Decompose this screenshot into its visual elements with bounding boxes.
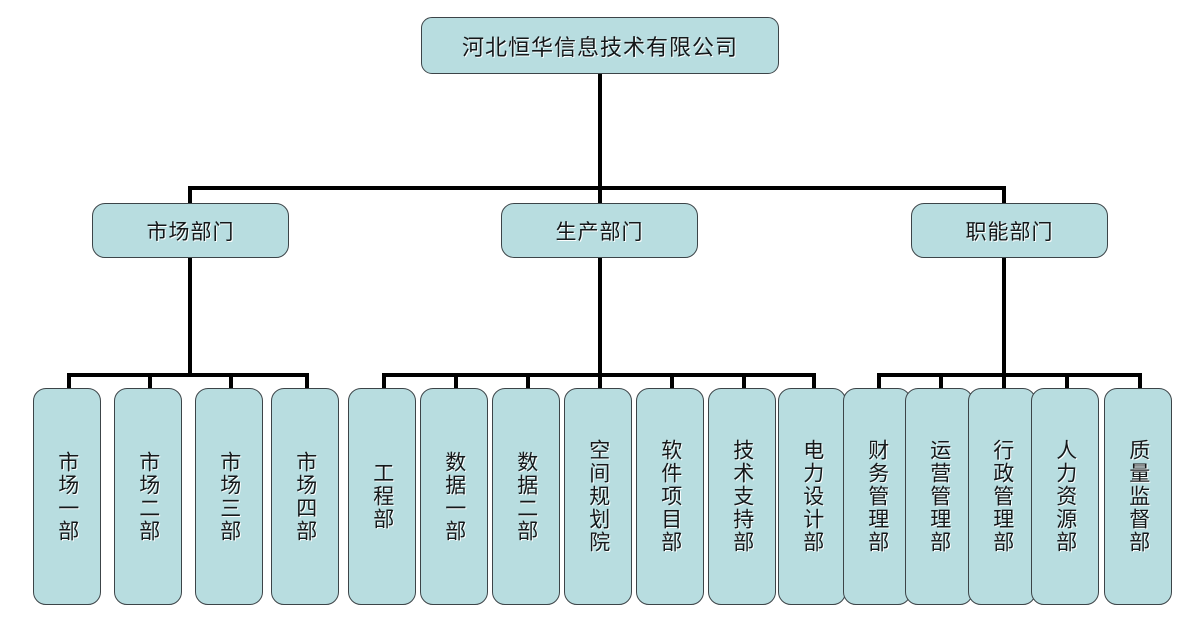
node-data-2[interactable]: 数据二部 [492, 388, 560, 605]
connector-functional-stem [1002, 258, 1006, 375]
node-technical-support[interactable]: 技术支持部 [708, 388, 776, 605]
connector-production-leaf-drop-4 [598, 373, 602, 390]
node-label: 运营管理部 [927, 439, 952, 554]
node-label: 市场二部 [136, 450, 161, 543]
node-data-1[interactable]: 数据一部 [420, 388, 488, 605]
node-power-design[interactable]: 电力设计部 [778, 388, 846, 605]
connector-production-leaf-drop-2 [454, 373, 458, 390]
connector-drop-market [188, 186, 192, 204]
node-label: 空间规划院 [586, 439, 611, 554]
connector-production-leaf-drop-3 [526, 373, 530, 390]
connector-functional-leaf-drop-2 [939, 373, 943, 390]
node-market-3[interactable]: 市场三部 [195, 388, 263, 605]
node-finance-management[interactable]: 财务管理部 [843, 388, 911, 605]
node-production-department[interactable]: 生产部门 [501, 203, 698, 258]
node-label: 数据二部 [514, 450, 539, 543]
node-label: 工程部 [370, 462, 395, 531]
node-administration-management[interactable]: 行政管理部 [968, 388, 1036, 605]
node-label: 软件项目部 [658, 439, 683, 554]
node-label: 行政管理部 [990, 439, 1015, 554]
connector-functional-leaf-drop-1 [877, 373, 881, 390]
connector-production-stem [598, 258, 602, 375]
node-engineering[interactable]: 工程部 [348, 388, 416, 605]
connector-production-leaf-drop-1 [382, 373, 386, 390]
node-label: 市场一部 [55, 450, 80, 543]
node-market-2[interactable]: 市场二部 [114, 388, 182, 605]
node-label: 数据一部 [442, 450, 467, 543]
connector-market-stem [188, 258, 192, 375]
node-label: 质量监督部 [1126, 439, 1151, 554]
connector-market-leaf-drop-3 [229, 373, 233, 390]
node-label: 人力资源部 [1053, 439, 1078, 554]
connector-functional-leaf-drop-4 [1065, 373, 1069, 390]
connector-market-leaf-drop-1 [67, 373, 71, 390]
node-operations-management[interactable]: 运营管理部 [905, 388, 973, 605]
node-label: 市场三部 [217, 450, 242, 543]
node-market-1[interactable]: 市场一部 [33, 388, 101, 605]
node-company-root[interactable]: 河北恒华信息技术有限公司 [421, 17, 779, 74]
connector-production-leaf-drop-6 [742, 373, 746, 390]
connector-production-leaf-drop-5 [670, 373, 674, 390]
connector-market-bus [67, 373, 309, 377]
connector-market-leaf-drop-2 [148, 373, 152, 390]
connector-functional-bus [877, 373, 1142, 377]
node-market-department[interactable]: 市场部门 [92, 203, 289, 258]
connector-production-leaf-drop-7 [812, 373, 816, 390]
node-software-project[interactable]: 软件项目部 [636, 388, 704, 605]
connector-root-stem [598, 74, 602, 188]
node-label: 电力设计部 [800, 439, 825, 554]
node-label: 技术支持部 [730, 439, 755, 554]
node-quality-supervision[interactable]: 质量监督部 [1104, 388, 1172, 605]
connector-drop-production [598, 186, 602, 204]
node-functional-department[interactable]: 职能部门 [911, 203, 1108, 258]
node-market-4[interactable]: 市场四部 [271, 388, 339, 605]
connector-functional-leaf-drop-5 [1138, 373, 1142, 390]
node-label: 财务管理部 [865, 439, 890, 554]
connector-drop-functional [1002, 186, 1006, 204]
node-label: 市场四部 [293, 450, 318, 543]
connector-functional-leaf-drop-3 [1002, 373, 1006, 390]
connector-market-leaf-drop-4 [305, 373, 309, 390]
connector-level2-bus [188, 186, 1006, 190]
node-human-resources[interactable]: 人力资源部 [1031, 388, 1099, 605]
node-spatial-planning-institute[interactable]: 空间规划院 [564, 388, 632, 605]
